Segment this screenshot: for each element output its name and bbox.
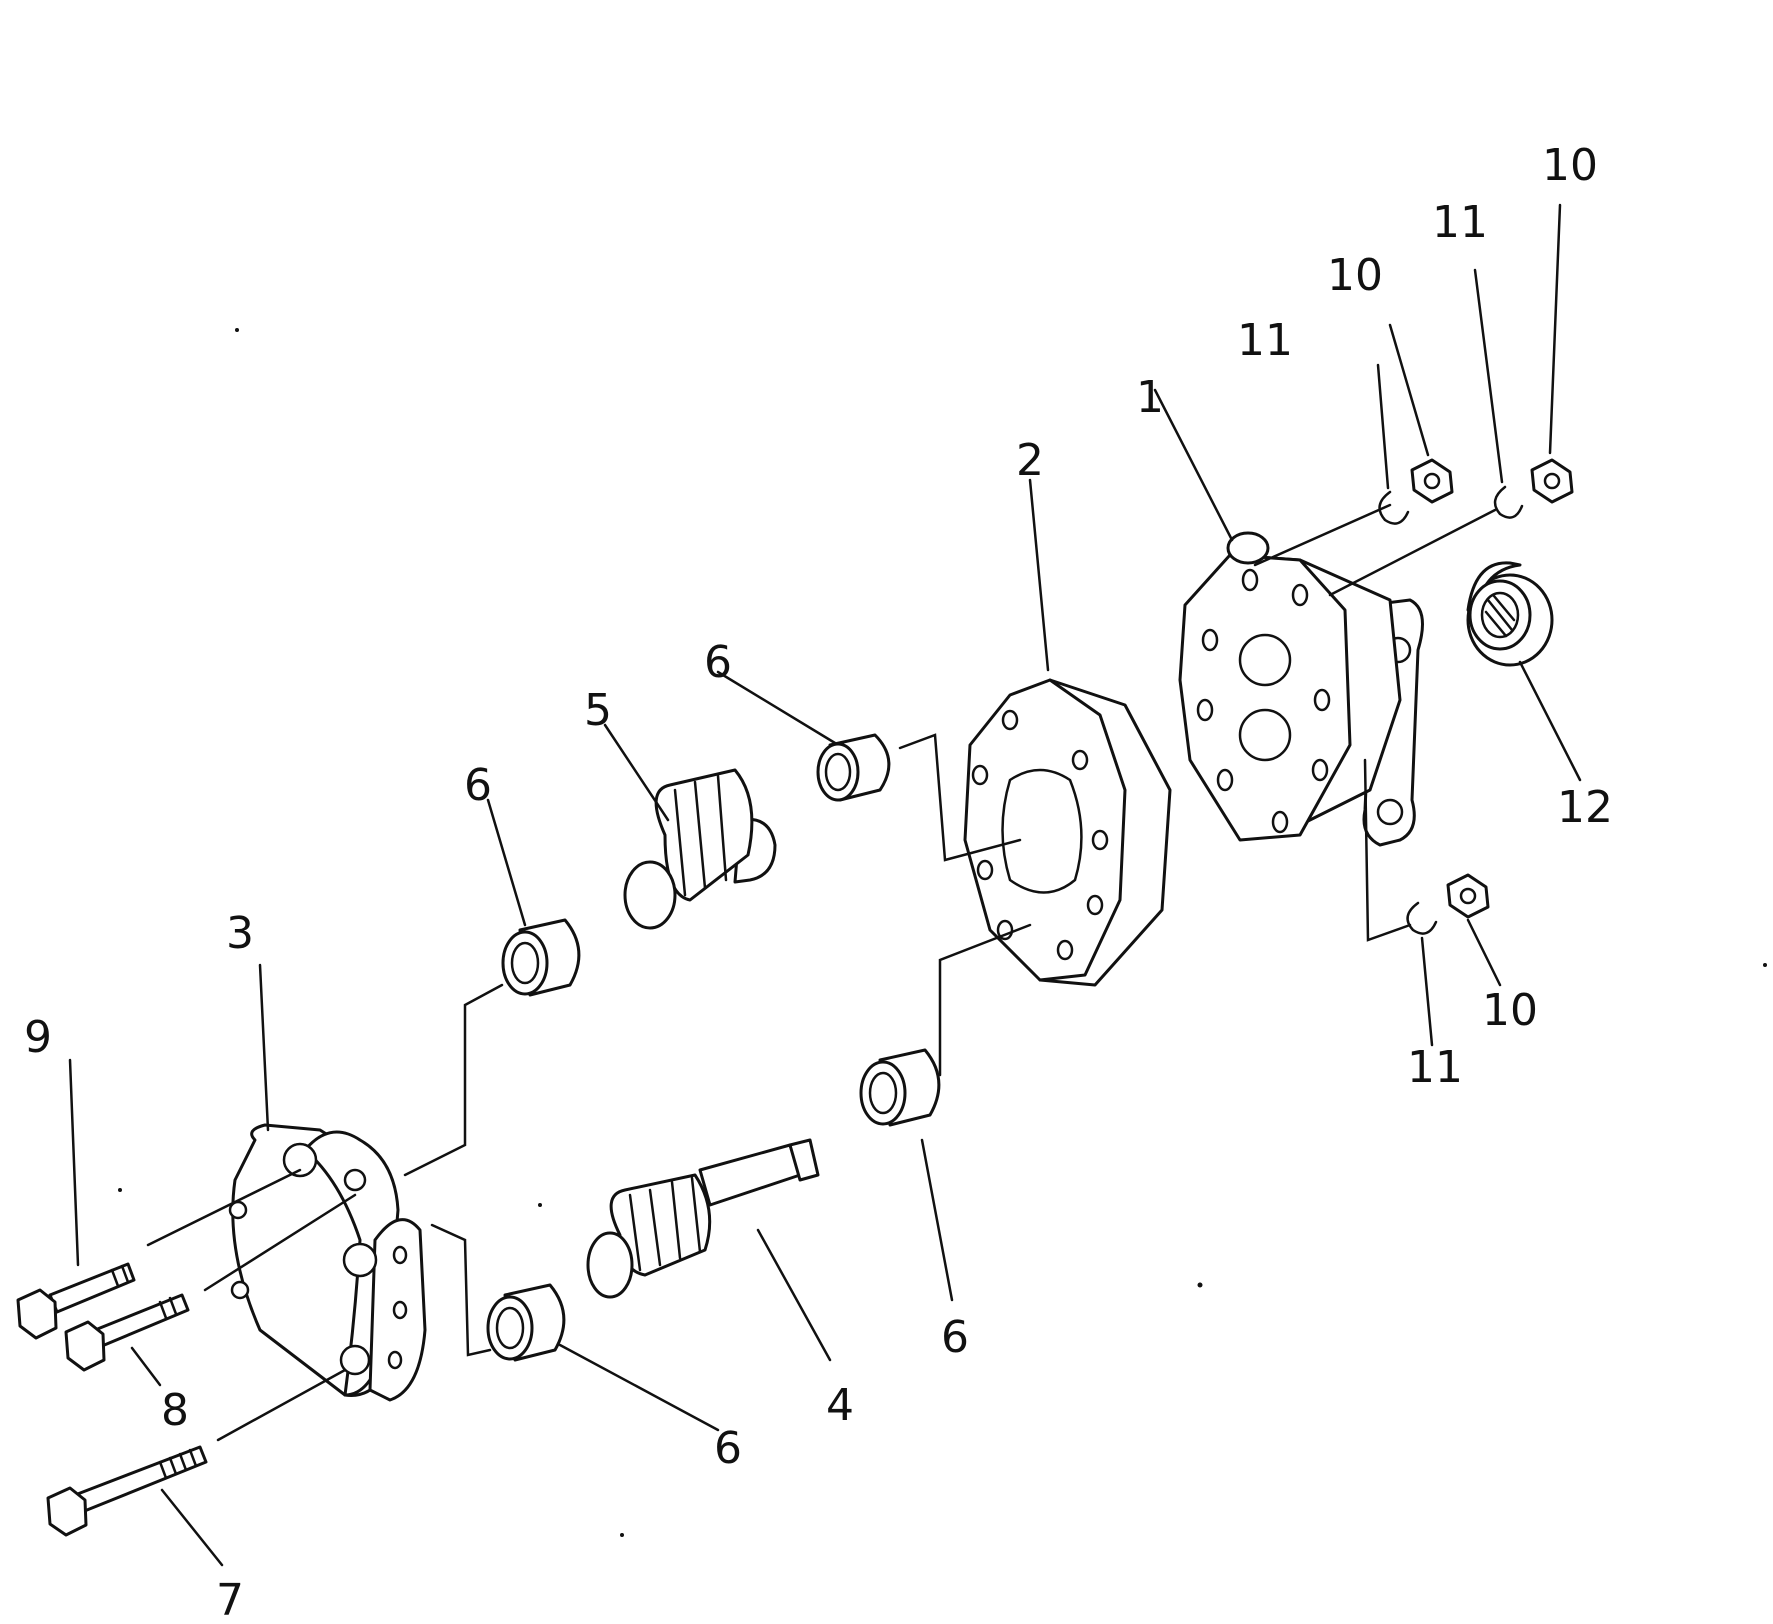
callout-11-bottom: 11 [1407,1042,1463,1093]
assembly-lines [146,503,1497,1442]
callout-2: 2 [1016,435,1044,486]
part-2-body [963,678,1172,987]
callout-12: 12 [1557,782,1613,833]
part-1-cover [1178,531,1424,847]
callout-6-bottom: 6 [714,1423,742,1474]
callout-11-top-a: 11 [1237,315,1293,366]
callout-9: 9 [24,1012,52,1063]
callout-6-right: 6 [941,1312,969,1363]
leader-lines [68,203,1582,1567]
part-6-bushing-d [486,1283,566,1362]
part-3-front-housing [228,1123,427,1402]
callout-10-bottom: 10 [1482,985,1538,1036]
callout-3: 3 [226,908,254,959]
callouts: 1 2 3 4 5 6 6 6 6 7 8 9 10 10 10 11 11 1… [24,140,1613,1624]
callout-10-top-a: 10 [1327,250,1383,301]
part-10-nut-a [1410,458,1454,504]
part-8-bolt-medium [64,1293,190,1372]
callout-4: 4 [826,1380,854,1431]
callout-10-top-b: 10 [1542,140,1598,191]
part-11-washer-a [1378,490,1410,525]
callout-5: 5 [584,685,612,736]
part-7-bolt-long [46,1445,208,1537]
part-11-washer-b [1493,485,1524,519]
callout-1: 1 [1136,372,1164,423]
callout-7: 7 [216,1575,244,1624]
part-4-drive-gear-shaft [586,1138,820,1299]
part-9-bolt-short [16,1262,136,1340]
part-5-driven-gear [623,768,777,930]
callout-11-top-b: 11 [1432,197,1488,248]
callout-6-top: 6 [704,637,732,688]
callout-8: 8 [161,1385,189,1436]
part-6-bushing-b [501,918,581,997]
part-11-washer-c [1406,901,1438,935]
callout-6-left: 6 [464,760,492,811]
part-6-bushing-c [859,1048,941,1127]
part-10-nut-c [1446,873,1490,919]
part-10-nut-b [1530,458,1574,504]
part-6-bushing-a [816,733,891,802]
part-12-bearing [1466,561,1554,667]
scan-specks [118,328,1767,1537]
